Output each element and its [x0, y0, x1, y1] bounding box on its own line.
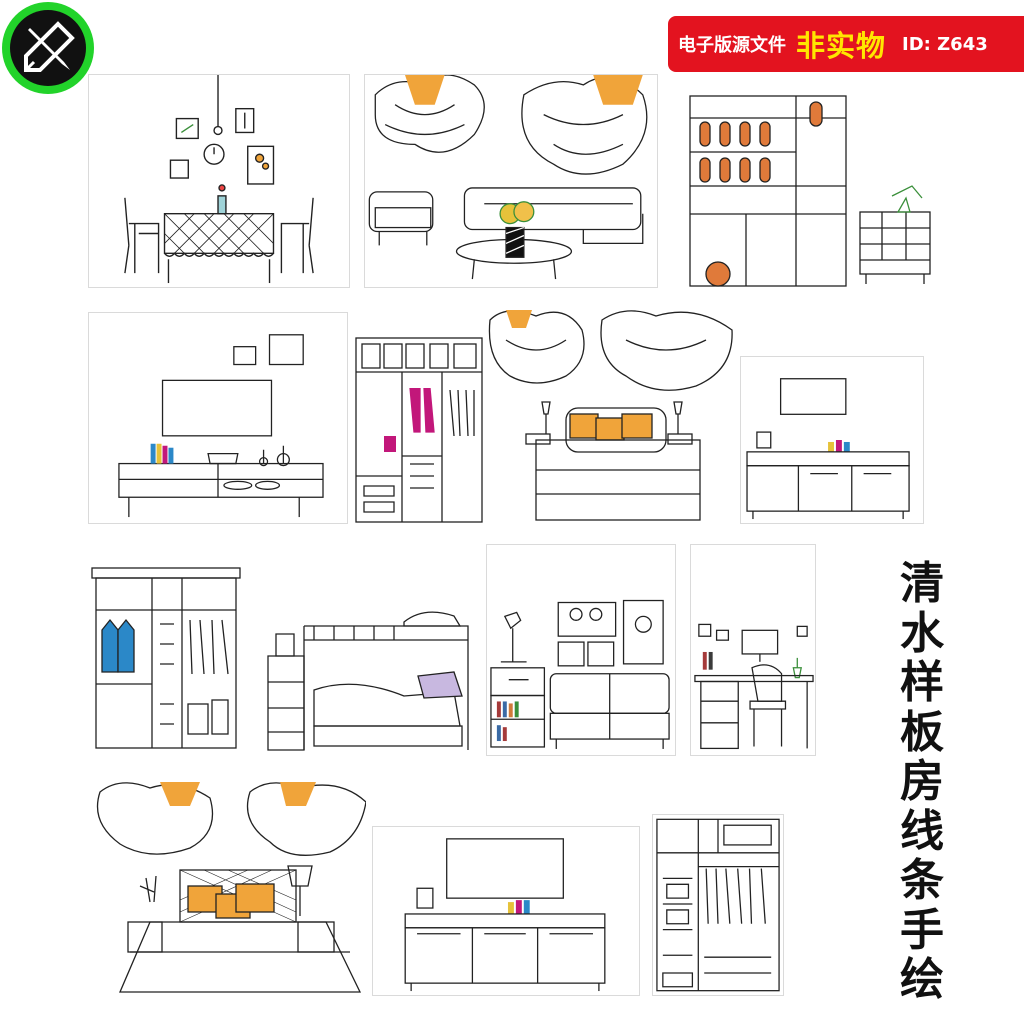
pencil-ruler-icon: [2, 2, 94, 94]
master-bedroom-illustration: [90, 782, 366, 996]
title-char: 清: [900, 558, 944, 609]
dining-room-illustration: [88, 74, 350, 288]
living-room-illustration: [364, 74, 658, 288]
kids-bedroom-illustration: [486, 544, 676, 756]
tv-console-illustration: [88, 312, 348, 524]
title-char: 手: [900, 904, 944, 956]
banner-not-physical: 非实物: [796, 29, 887, 63]
closet-illustration: [652, 814, 784, 996]
banner-id: ID: Z643: [902, 33, 988, 55]
logo: [0, 0, 96, 96]
dresser-mirror-illustration: [740, 356, 924, 524]
wardrobe-small-illustration: [354, 336, 484, 524]
title-char: 样: [900, 657, 944, 708]
title-char: 板: [900, 706, 944, 758]
vertical-title: 清 水 样 板 房 线 条 手 绘: [892, 562, 952, 1002]
display-cabinet-illustration: [686, 74, 936, 288]
bunk-bed-illustration: [254, 586, 480, 756]
tv-cabinet-illustration: [372, 826, 640, 996]
title-char: 水: [900, 607, 944, 659]
title-char: 线: [900, 805, 944, 857]
title-char: 绘: [900, 954, 944, 1005]
title-char: 房: [900, 756, 944, 807]
study-desk-illustration: [690, 544, 816, 756]
product-banner: 电子版源文件 非实物 ID: Z643: [668, 16, 1024, 72]
bedroom-illustration: [486, 310, 736, 524]
title-char: 条: [900, 855, 944, 906]
wardrobe-large-illustration: [88, 564, 244, 754]
banner-digital-file: 电子版源文件: [678, 35, 786, 56]
